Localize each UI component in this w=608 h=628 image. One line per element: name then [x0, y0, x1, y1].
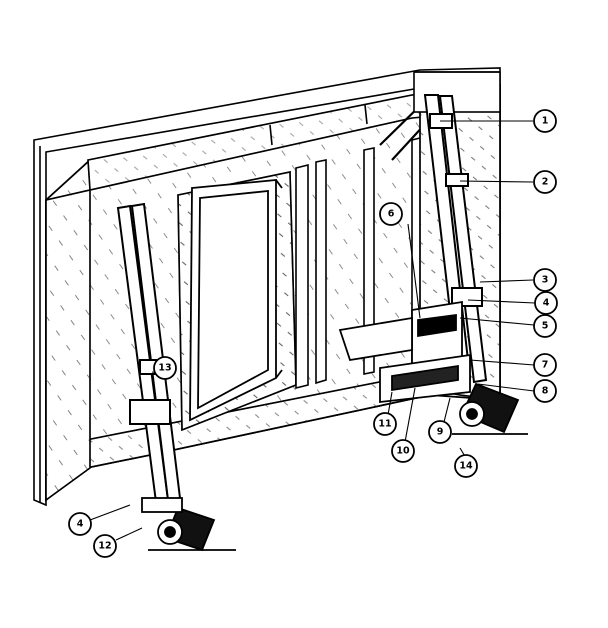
callout-9-circle	[428, 420, 452, 444]
callout-12-label: 12	[98, 541, 111, 552]
callout-2-label: 2	[542, 177, 549, 188]
callout-5-circle	[533, 314, 557, 338]
callout-10-circle	[391, 439, 415, 463]
callout-5: 5	[533, 314, 557, 338]
callout-9-label: 9	[437, 427, 444, 438]
callout-5-label: 5	[542, 321, 549, 332]
callout-11-label: 11	[378, 419, 391, 430]
callout-4-left: 4	[68, 512, 92, 536]
callout-6-circle	[379, 202, 403, 226]
callout-6: 6	[379, 202, 403, 226]
callout-3-circle	[533, 268, 557, 292]
callout-8-label: 8	[542, 386, 549, 397]
callout-9: 9	[428, 420, 452, 444]
callout-7: 7	[533, 353, 557, 377]
callout-14-circle	[454, 454, 478, 478]
callout-13-circle	[153, 356, 177, 380]
window-sash	[189, 179, 283, 422]
callout-2: 2	[533, 170, 557, 194]
callout-13: 13	[153, 356, 177, 380]
callout-2-circle	[533, 170, 557, 194]
callout-10-label: 10	[396, 446, 410, 457]
callout-1: 1	[533, 109, 557, 133]
right-floor-foot	[452, 382, 528, 435]
callout-11: 11	[373, 412, 397, 436]
callout-4-left-circle	[68, 512, 92, 536]
callout-3: 3	[533, 268, 557, 292]
callout-4-left-label: 4	[77, 519, 84, 530]
left-floor-foot	[141, 497, 236, 552]
right-base-bracket	[338, 300, 471, 404]
callout-7-label: 7	[542, 360, 549, 371]
callout-12: 12	[93, 534, 117, 558]
callout-1-label: 1	[542, 116, 549, 127]
left-end-stud	[45, 189, 91, 502]
callout-14-label: 14	[459, 461, 473, 472]
callout-8: 8	[533, 379, 557, 403]
callout-13-label: 13	[158, 363, 171, 374]
callout-14: 14	[454, 454, 478, 478]
callout-3-label: 3	[542, 275, 549, 286]
callout-6-label: 6	[388, 209, 395, 220]
callout-12-circle	[93, 534, 117, 558]
callout-10: 10	[391, 439, 415, 463]
callout-1-circle	[533, 109, 557, 133]
callout-4-right-label: 4	[543, 298, 550, 309]
callout-4-right-circle	[534, 291, 558, 315]
callout-11-circle	[373, 412, 397, 436]
callout-4-right: 4	[534, 291, 558, 315]
callout-8-circle	[533, 379, 557, 403]
callout-7-circle	[533, 353, 557, 377]
